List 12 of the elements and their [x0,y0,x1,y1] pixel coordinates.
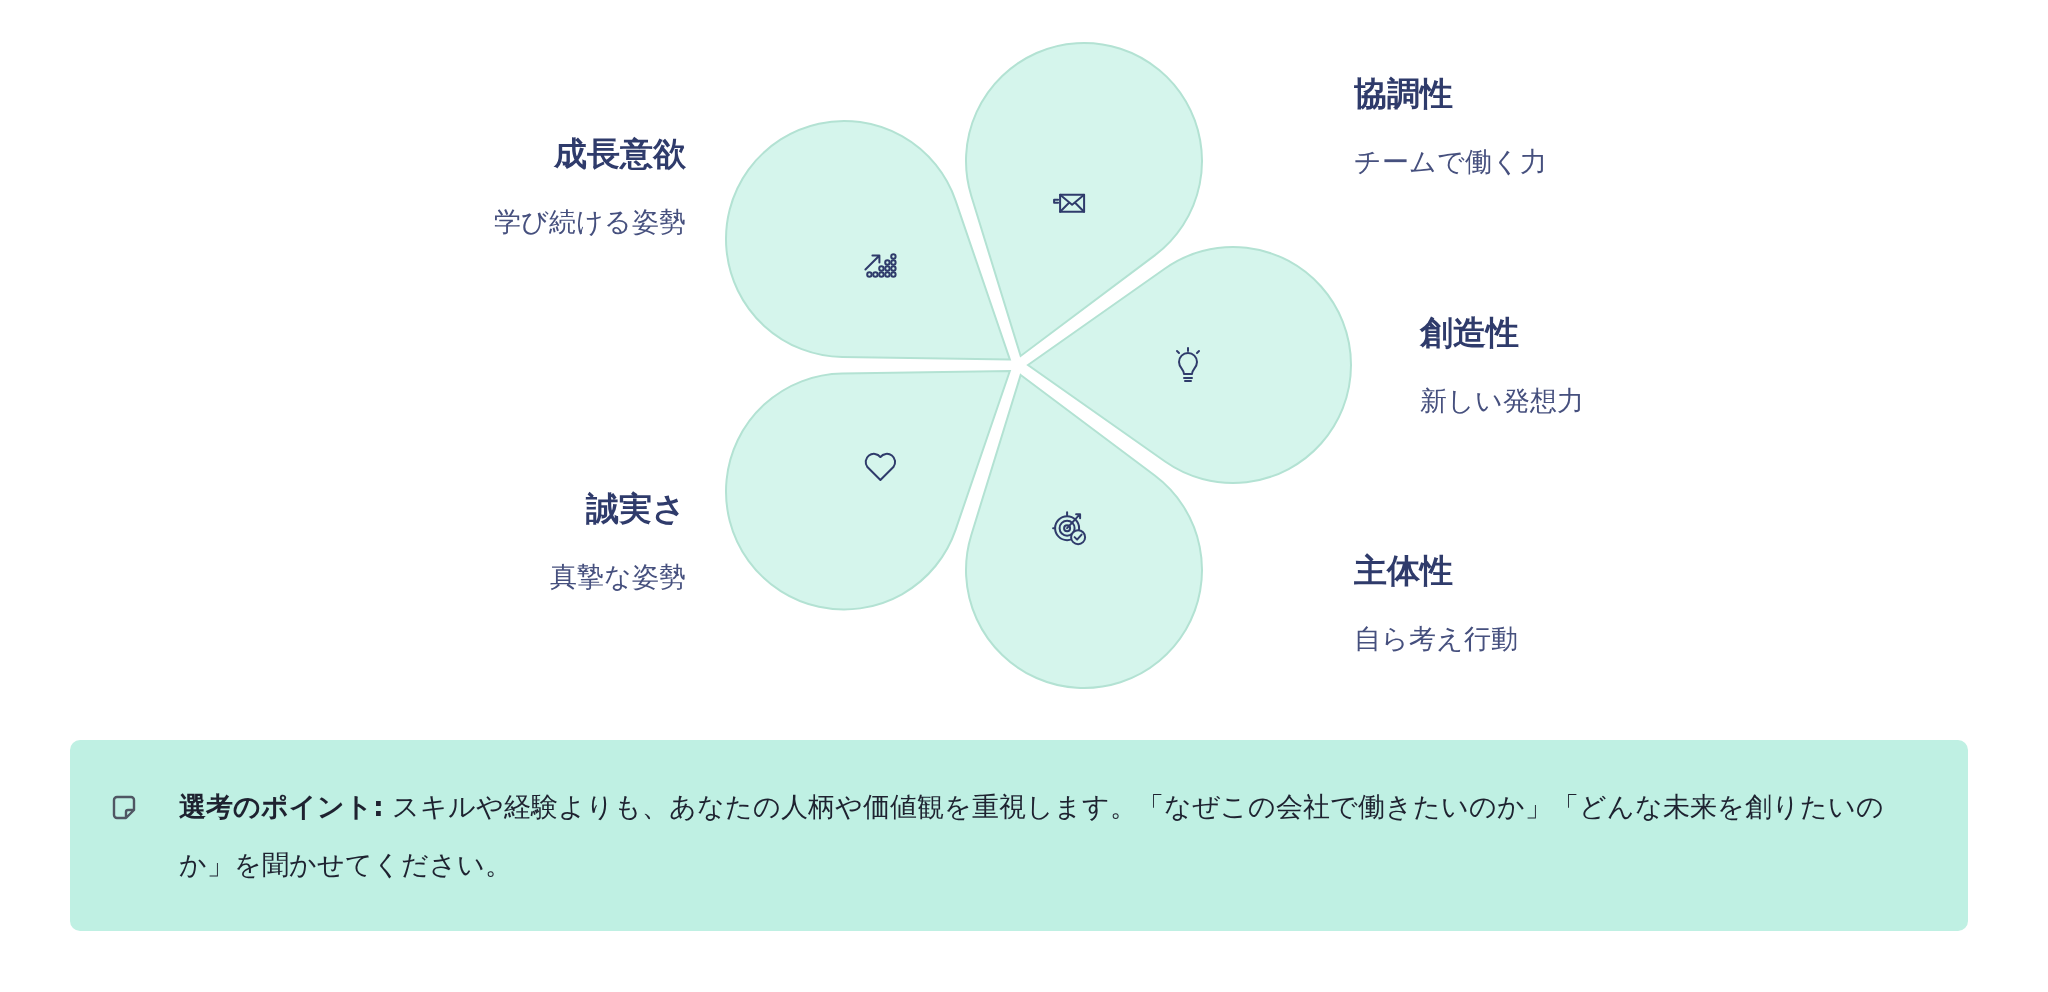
trait-description: チームで働く力 [1354,145,1547,179]
trait-heading: 主体性 [1354,551,1453,591]
trait-heading: 誠実さ [586,489,686,529]
trait-description: 新しい発想力 [1420,384,1584,418]
note-box [70,740,1968,931]
trait-description: 真摯な姿勢 [550,560,686,594]
trait-description: 自ら考え行動 [1354,622,1518,656]
trait-heading: 協調性 [1354,74,1453,114]
trait-description: 学び続ける姿勢 [494,205,686,239]
trait-heading: 成長意欲 [554,134,686,174]
trait-heading: 創造性 [1420,313,1519,353]
note-text: 選考のポイント: スキルや経験よりも、あなたの人柄や価値観を重視します。「なぜこの会社で働きたいのか」「どんな未来を創りたいのか」を聞かせてください。 [179,790,1886,882]
